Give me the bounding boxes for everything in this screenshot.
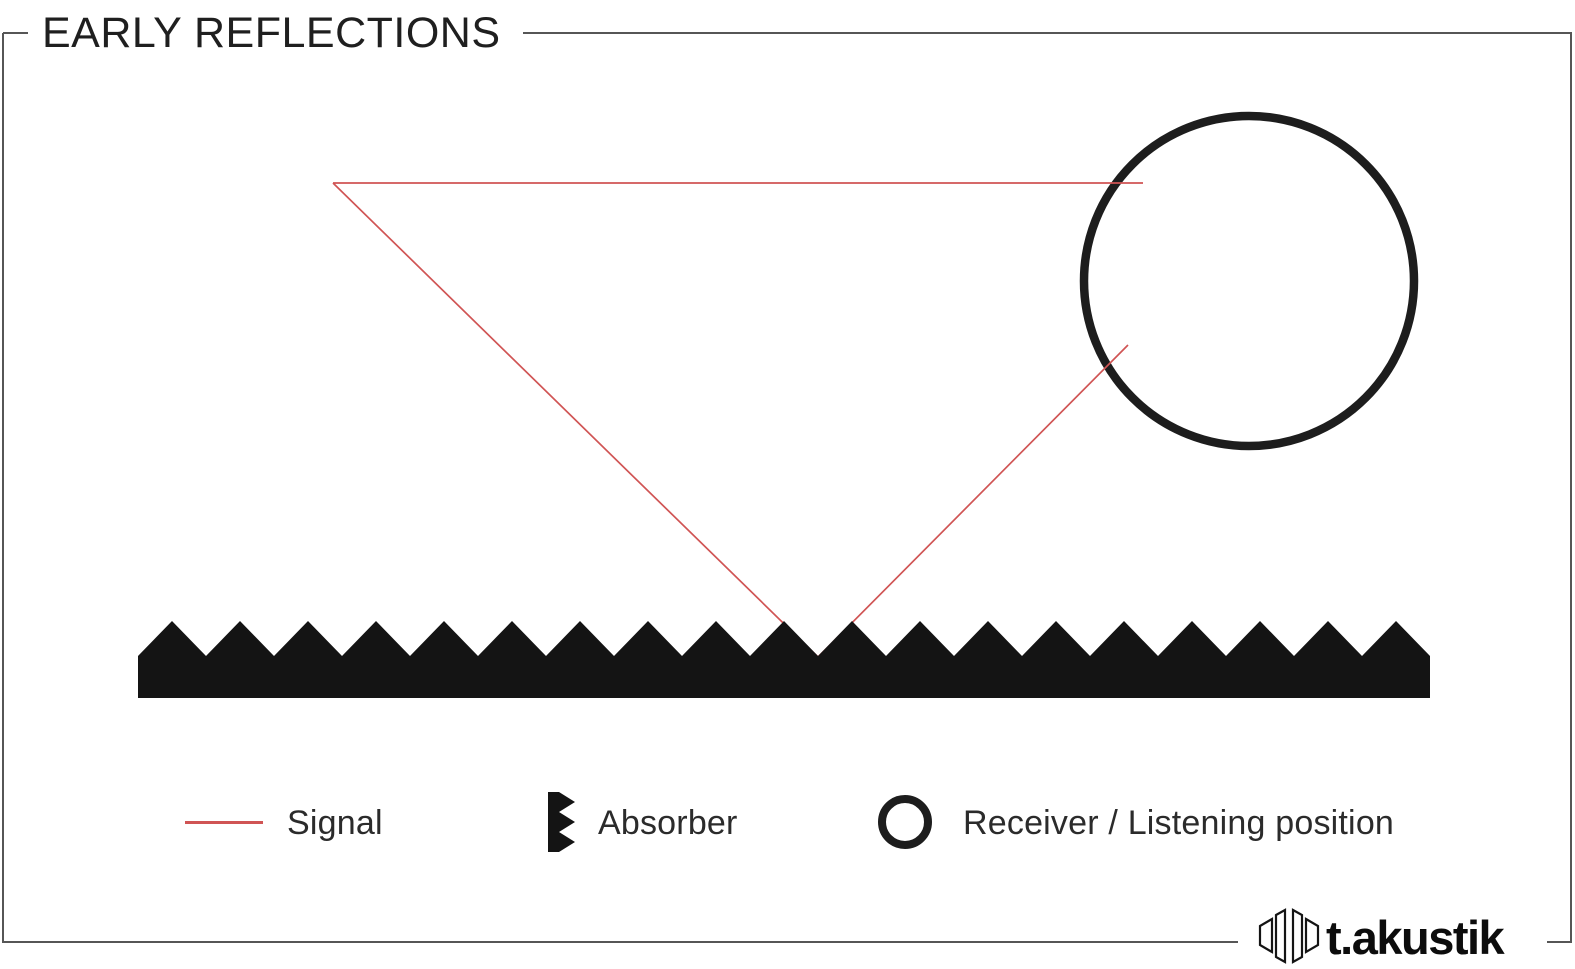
- receiver-position-circle: [1079, 111, 1419, 451]
- brand-logo-text: t.akustik: [1326, 911, 1505, 964]
- signal-line-swatch: [185, 821, 263, 824]
- absorber-panel: [138, 621, 1430, 698]
- signal-path: [332, 182, 1143, 659]
- legend-receiver-label: Receiver / Listening position: [963, 804, 1395, 842]
- legend-signal-label: Signal: [287, 804, 383, 842]
- absorber-wedge-icon: [548, 792, 575, 852]
- page-title: EARLY REFLECTIONS: [42, 9, 501, 57]
- acoustic-panels-icon: [1258, 908, 1320, 964]
- receiver-ring-icon: [878, 795, 932, 849]
- frame-border: [2, 32, 1572, 943]
- legend-absorber-label: Absorber: [598, 804, 738, 842]
